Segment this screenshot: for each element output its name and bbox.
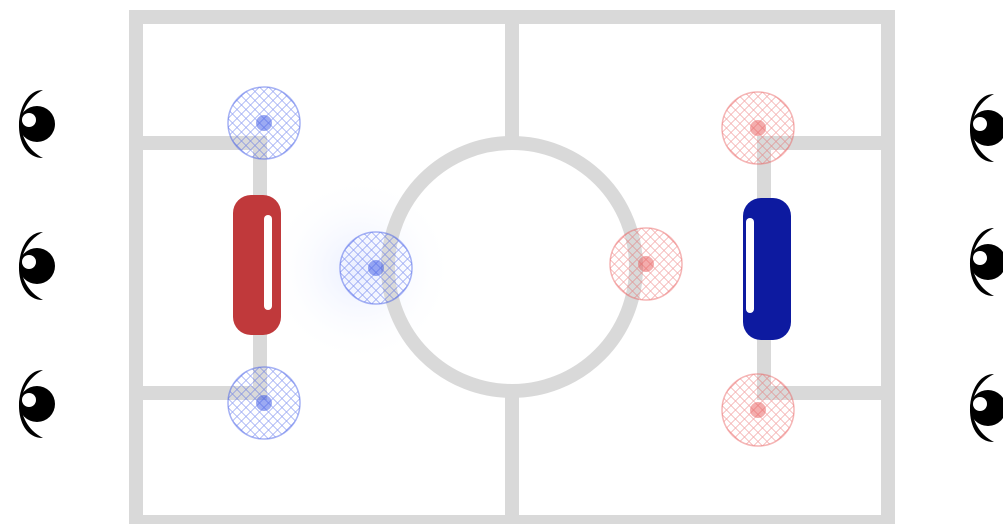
side-markers-right (970, 94, 1003, 442)
side-marker (19, 90, 55, 158)
ball-blue-bottom (228, 367, 300, 439)
side-marker (19, 232, 55, 300)
goal-slot (264, 215, 272, 310)
side-marker (970, 228, 1003, 296)
goal-right (743, 198, 791, 340)
side-marker (19, 370, 55, 438)
ball-blue-top (228, 87, 300, 159)
goal-post-icon (233, 195, 281, 335)
ball-blue-center (340, 232, 412, 304)
ball-red-bottom (722, 374, 794, 446)
goal-left (233, 195, 281, 335)
side-marker (970, 94, 1003, 162)
goal-slot (746, 218, 754, 313)
ball-red-top (722, 92, 794, 164)
side-marker (970, 374, 1003, 442)
side-markers-left (19, 90, 55, 438)
ball-red-center (610, 228, 682, 300)
